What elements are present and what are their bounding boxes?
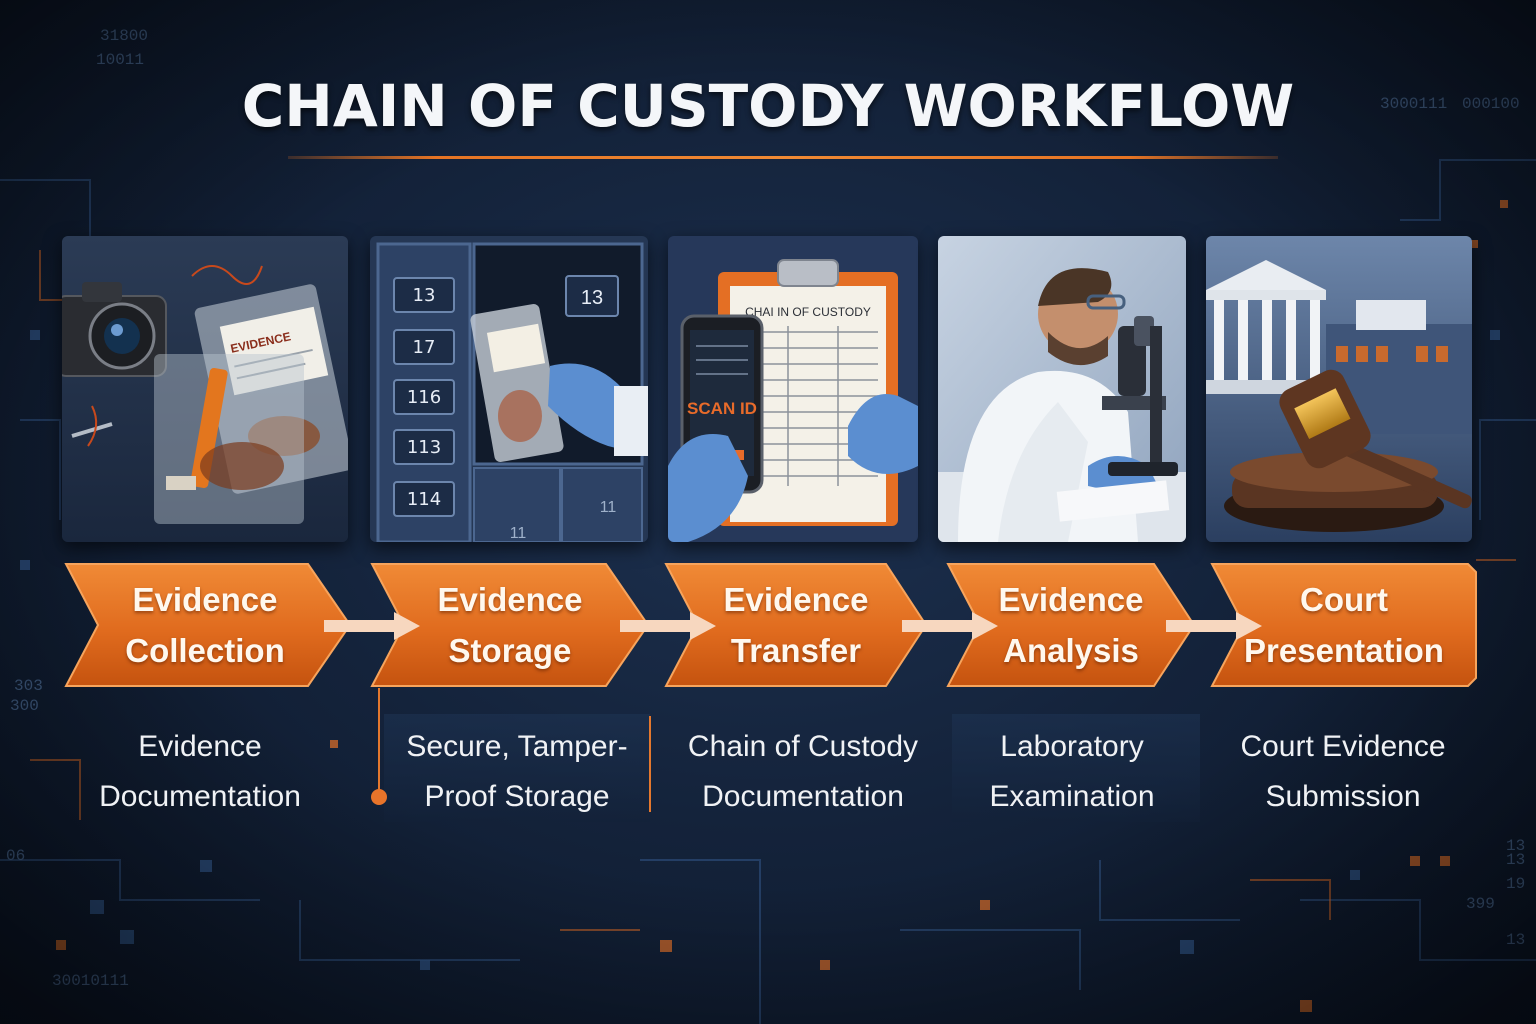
evidence-bag-icon [470,304,564,462]
step-title-line: Evidence [723,581,869,618]
evidence-transfer-image: CHAI IN OF CUSTODY SCAN ID [668,236,918,542]
title-underline [288,156,1278,159]
scan-id-text: SCAN ID [687,399,757,418]
accent-dot [371,789,387,805]
description-line: Court Evidence [1240,730,1446,763]
step-title-line: Evidence [998,581,1144,618]
description-line: Documentation [99,780,301,813]
page-title: CHAIN OF CUSTODY WORKFLOW [241,72,1295,140]
locker-number: 11 [600,499,617,516]
evidence-collection-image: EVIDENCE [62,236,348,542]
step-title-line: Court [1300,581,1388,618]
evidence-analysis-image [938,236,1186,542]
evidence-bag-icon: EVIDENCE [194,284,348,494]
step-description: Court Evidence Submission [1214,722,1472,822]
description-line: Proof Storage [424,780,610,813]
flow-arrow-icon [620,612,716,640]
camera-icon [62,282,167,377]
step-evidence-transfer: Evidence Transfer [664,562,928,688]
step-evidence-analysis: Evidence Analysis [946,562,1196,688]
step-title-line: Evidence [132,581,278,618]
locker-number: 17 [413,337,436,358]
description-line: Laboratory [1000,730,1144,763]
description-line: Evidence [138,730,262,763]
description-line: Secure, Tamper- [406,730,628,763]
description-line: Documentation [702,780,904,813]
evidence-storage-image: 13 17 116 113 114 13 11 11 [370,236,648,542]
description-line: Examination [989,780,1155,813]
evidence-bag-icon [154,354,304,524]
locker-number: 13 [413,285,436,306]
step-title-line: Analysis [1003,632,1139,669]
step-description: Laboratory Examination [952,722,1192,822]
step-title-line: Collection [125,632,285,669]
smartphone-icon: SCAN ID [680,314,764,494]
locker-number: 114 [407,489,441,510]
step-description: Secure, Tamper- Proof Storage [384,722,650,822]
step-title-line: Presentation [1244,632,1444,669]
locker-number: 116 [407,387,441,408]
step-title-line: Storage [448,632,572,669]
locker-number: 13 [581,287,603,309]
locker-number: 11 [510,525,527,542]
step-title-line: Transfer [730,632,862,669]
step-court-presentation: Court Presentation [1210,562,1478,688]
flow-arrow-icon [1166,612,1262,640]
step-evidence-storage: Evidence Storage [370,562,650,688]
court-presentation-image [1206,236,1472,542]
gloved-hand-icon [668,394,918,542]
gloved-hand-icon [548,363,648,456]
courthouse-icon [1206,260,1472,434]
step-description: Evidence Documentation [70,722,330,822]
description-panel [952,714,1200,822]
clipboard-header: CHAI IN OF CUSTODY [745,305,871,319]
step-title-line: Evidence [437,581,583,618]
step-evidence-collection: Evidence Collection [58,562,352,688]
description-line: Submission [1265,780,1421,813]
flow-arrow-icon [324,612,420,640]
gavel-icon [1224,369,1472,532]
accent-line [649,716,651,812]
microscope-icon [1102,316,1178,476]
accent-line [378,688,380,792]
description-panel [384,714,650,822]
flow-arrow-icon [902,612,998,640]
description-line: Chain of Custody [687,730,919,763]
locker-number: 113 [407,437,441,458]
step-description: Chain of Custody Documentation [668,722,938,822]
